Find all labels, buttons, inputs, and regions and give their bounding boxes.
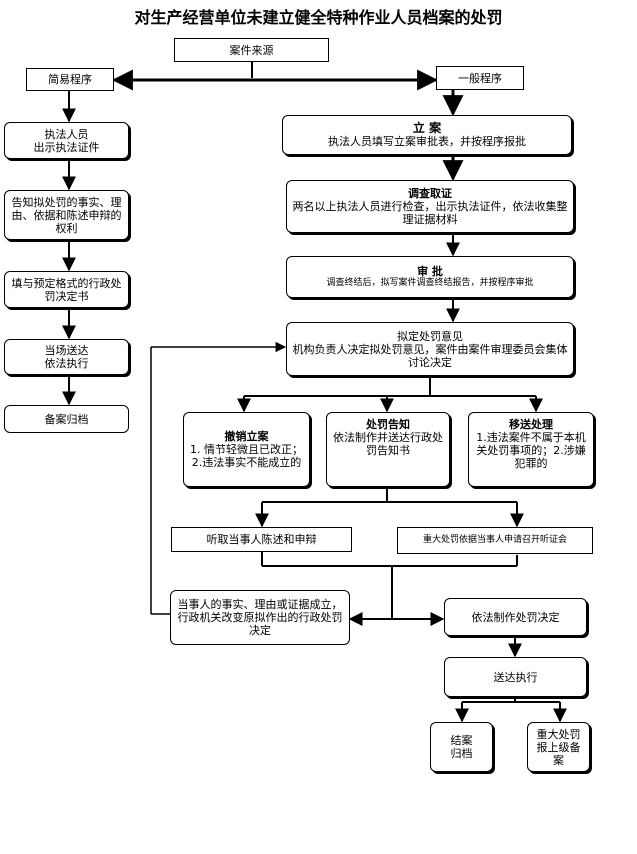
deliver-label: 送达执行 (493, 670, 538, 684)
change-decision-text: 当事人的事实、理由或证据成立，行政机关改变原拟作出的行政处罚决定 (177, 598, 343, 637)
general-procedure-label: 一般程序 (458, 71, 502, 85)
revoke-title: 撤销立案 (224, 430, 269, 443)
general-procedure-box: 一般程序 (436, 66, 524, 90)
proposal-box: 拟定处罚意见 机构负责人决定拟处罚意见，案件由案件审理委员会集体讨论决定 (286, 322, 574, 376)
simple-procedure-box: 简易程序 (26, 68, 114, 91)
decision-label: 依法制作处罚决定 (471, 610, 560, 624)
case-source-box: 案件来源 (174, 38, 329, 62)
simple-step-fill-form: 填与预定格式的行政处罚决定书 (4, 271, 129, 308)
hearing-major-box: 重大处罚依据当事人申请召开听证会 (397, 527, 593, 554)
proposal-text: 拟定处罚意见 机构负责人决定拟处罚意见，案件由案件审理委员会集体讨论决定 (292, 329, 568, 369)
simple-step-deliver: 当场送达 依法执行 (4, 339, 129, 375)
hearing-statement-box: 听取当事人陈述和申辩 (171, 527, 352, 552)
notice-title: 处罚告知 (366, 418, 410, 431)
simple-step-fill-form-label: 填与预定格式的行政处罚决定书 (11, 276, 122, 303)
simple-step-archive-label: 备案归档 (44, 412, 89, 426)
report-label: 重大处罚报上级备案 (536, 727, 581, 767)
investigation-text: 两名以上执法人员进行检查，出示执法证件，依法收集整理证据材料 (292, 200, 568, 226)
archive-box: 结案 归档 (430, 722, 493, 772)
revoke-box: 撤销立案 1. 情节轻微且已改正；2.违法事实不能成立的 (183, 412, 310, 487)
simple-step-notify-rights: 告知拟处罚的事实、理由、依据和陈述申辩的权利 (4, 190, 129, 240)
simple-procedure-label: 简易程序 (48, 73, 92, 86)
simple-step-notify-rights-label: 告知拟处罚的事实、理由、依据和陈述申辩的权利 (11, 195, 122, 235)
filing-box: 立 案 执法人员填写立案审批表，并按程序报批 (282, 115, 572, 155)
archive-label: 结案 归档 (450, 734, 473, 760)
transfer-box: 移送处理 1.违法案件不属于本机关处罚事项的；2.涉嫌犯罪的 (468, 412, 594, 487)
filing-title: 立 案 (412, 121, 442, 135)
simple-step-deliver-label: 当场送达 依法执行 (44, 344, 89, 370)
investigation-title: 调查取证 (408, 187, 452, 200)
case-source-label: 案件来源 (229, 43, 274, 57)
revoke-text: 1. 情节轻微且已改正；2.违法事实不能成立的 (190, 443, 303, 469)
simple-step-archive: 备案归档 (4, 405, 129, 433)
review-text: 调查终结后，拟写案件调查终结报告，并按程序审批 (326, 278, 534, 288)
page-title: 对生产经营单位未建立健全特种作业人员档案的处罚 (134, 8, 503, 27)
review-box: 审 批 调查终结后，拟写案件调查终结报告，并按程序审批 (286, 256, 574, 298)
investigation-box: 调查取证 两名以上执法人员进行检查，出示执法证件，依法收集整理证据材料 (286, 180, 574, 233)
decision-box: 依法制作处罚决定 (444, 598, 587, 636)
change-decision-box: 当事人的事实、理由或证据成立，行政机关改变原拟作出的行政处罚决定 (170, 590, 350, 645)
hearing-major-label: 重大处罚依据当事人申请召开听证会 (422, 535, 567, 545)
deliver-box: 送达执行 (444, 657, 587, 697)
simple-step-show-id-label: 执法人员 出示执法证件 (33, 127, 100, 154)
notice-text: 依法制作并送达行政处罚告知书 (333, 431, 443, 457)
hearing-statement-label: 听取当事人陈述和申辩 (206, 533, 317, 546)
transfer-text: 1.违法案件不属于本机关处罚事项的；2.涉嫌犯罪的 (476, 431, 586, 470)
simple-step-show-id: 执法人员 出示执法证件 (4, 122, 129, 159)
report-box: 重大处罚报上级备案 (527, 722, 590, 772)
transfer-title: 移送处理 (509, 418, 553, 431)
filing-text: 执法人员填写立案审批表，并按程序报批 (328, 135, 526, 148)
review-title: 审 批 (417, 265, 443, 278)
notice-box: 处罚告知 依法制作并送达行政处罚告知书 (326, 412, 450, 487)
